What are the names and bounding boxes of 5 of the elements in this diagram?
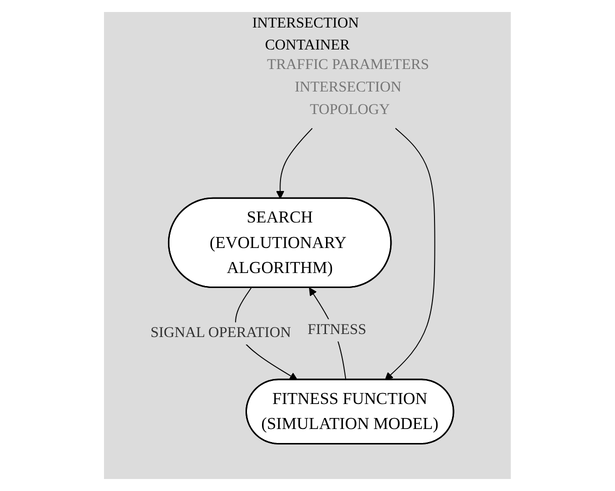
arrow bbox=[276, 128, 313, 199]
edge-label: SIGNAL OPERATION bbox=[150, 325, 292, 341]
arrow bbox=[384, 128, 436, 380]
edge-label: FITNESS bbox=[308, 322, 366, 338]
node-text: TRAFFIC PARAMETERS INTERSECTION TOPOLOGY bbox=[267, 57, 430, 118]
